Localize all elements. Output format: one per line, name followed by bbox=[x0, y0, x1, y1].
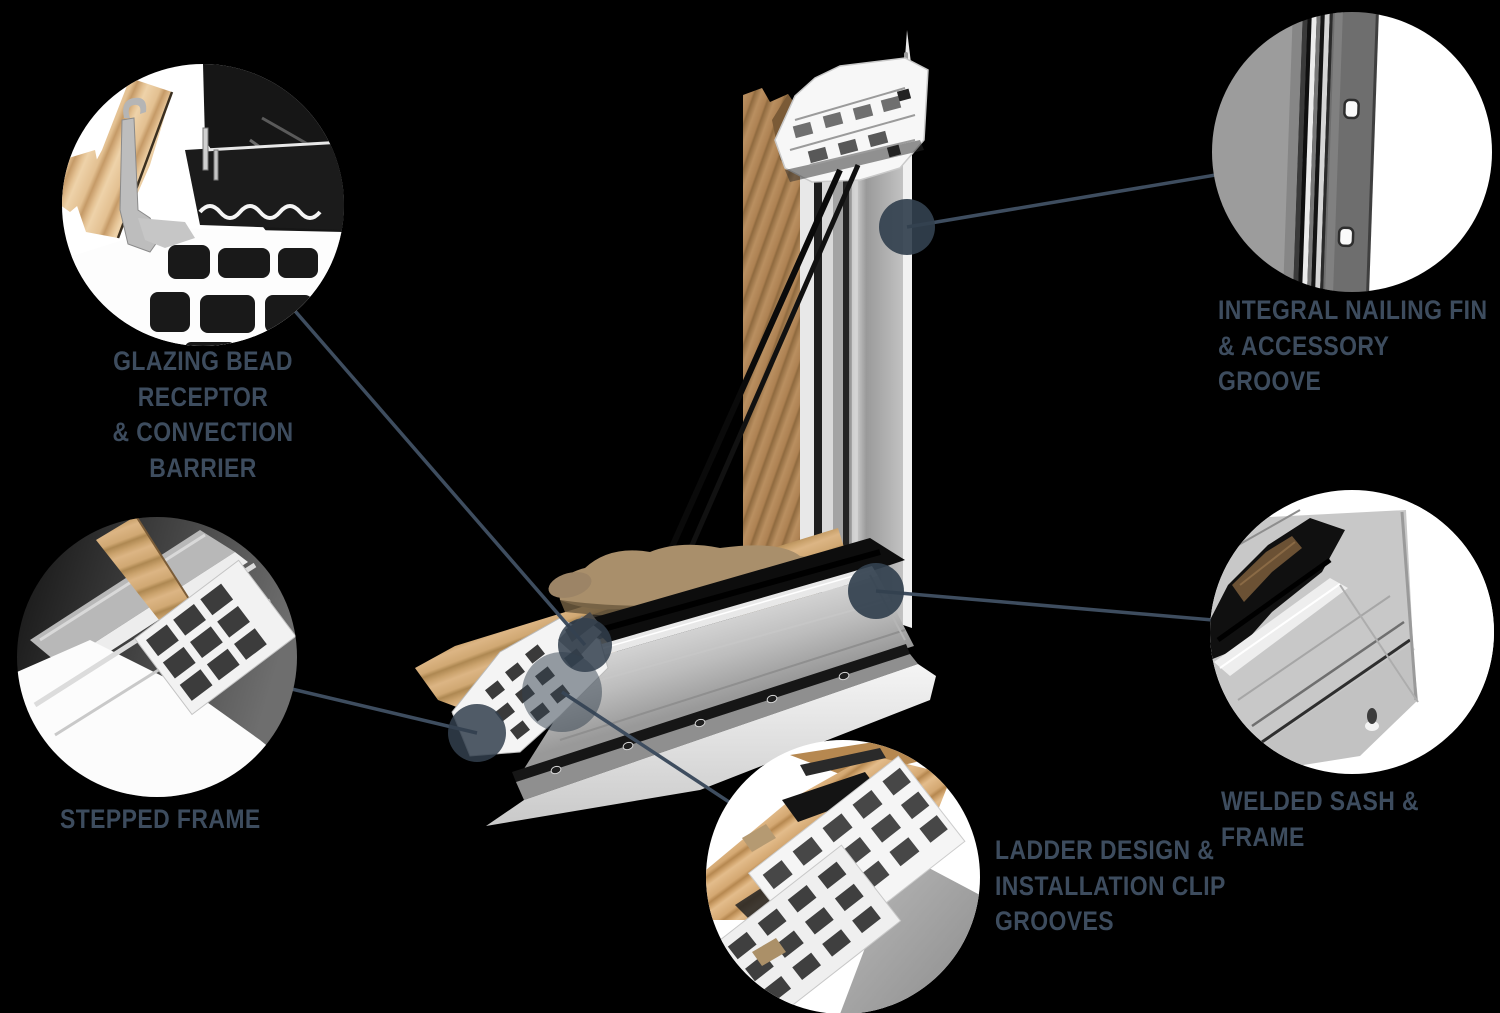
label-nailing-fin: INTEGRAL NAILING FIN & ACCESSORY GROOVE bbox=[1218, 295, 1488, 397]
callout-dot-welded-sash bbox=[848, 563, 904, 619]
callout-dot-ladder-design bbox=[522, 652, 602, 732]
label-welded-sash: WELDED SASH & FRAME bbox=[1221, 786, 1420, 852]
sill-nailing-fin bbox=[486, 654, 936, 826]
callout-circle-ladder-design bbox=[706, 740, 980, 1013]
label-ladder-design: LADDER DESIGN & INSTALLATION CLIP GROOVE… bbox=[995, 835, 1226, 937]
callout-circle-glazing-bead bbox=[62, 64, 344, 346]
window-cutaway-render bbox=[415, 30, 936, 826]
label-stepped-frame: STEPPED FRAME bbox=[60, 804, 261, 834]
callout-dot-nailing-fin bbox=[879, 199, 935, 255]
glass-edge-lines bbox=[640, 163, 861, 614]
callout-dot-stepped-frame bbox=[448, 704, 506, 762]
sill-glazing-band bbox=[585, 538, 905, 655]
callout-circle-welded-sash bbox=[1210, 490, 1494, 774]
callout-dots bbox=[448, 199, 935, 762]
label-glazing-bead: GLAZING BEAD RECEPTOR & CONVECTION BARRI… bbox=[112, 346, 294, 483]
callout-circle-nailing-fin bbox=[1212, 12, 1492, 292]
sill-face bbox=[512, 566, 914, 782]
callout-circle-stepped-frame bbox=[17, 517, 297, 797]
head-cross-section bbox=[774, 57, 929, 183]
